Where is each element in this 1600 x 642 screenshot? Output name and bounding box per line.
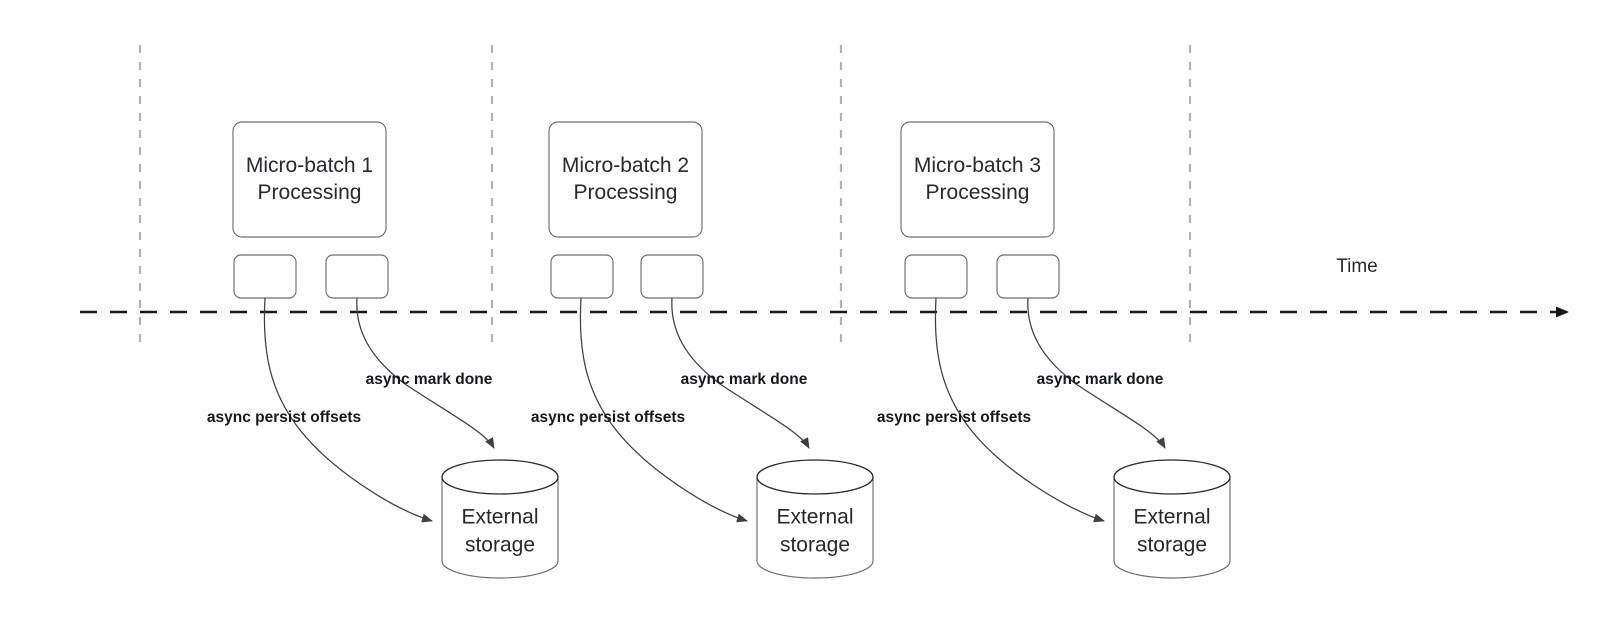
external-storage-1-label-line2: storage <box>465 534 535 557</box>
external-storage-2-cylinder-body[interactable] <box>756 476 874 579</box>
external-storage-3-label-line2: storage <box>1137 534 1207 557</box>
async-persist-offsets-1-label: async persist offsets <box>207 409 361 426</box>
timeline-axis-label: Time <box>1336 256 1378 277</box>
mark-done-task-1-box[interactable] <box>325 254 389 299</box>
async-mark-done-3-arrow <box>1027 297 1166 449</box>
persist-task-1-box[interactable] <box>233 254 297 299</box>
micro-batch-2-label-line1: Micro-batch 2 <box>562 154 689 177</box>
external-storage-3-cylinder-body[interactable] <box>1113 476 1231 579</box>
mark-done-task-2-box[interactable] <box>640 254 704 299</box>
async-mark-done-1-label: async mark done <box>366 371 493 388</box>
async-mark-done-2-arrow <box>671 297 810 449</box>
async-persist-offsets-1-arrow <box>263 297 433 523</box>
async-persist-offsets-2-arrow <box>579 297 748 523</box>
persist-task-2-box[interactable] <box>550 254 614 299</box>
timeline-axis: Time <box>80 256 1569 318</box>
batch-group-micro-batch-2: Micro-batch 2 Processing async persist off… <box>531 121 874 579</box>
async-persist-offsets-3-label: async persist offsets <box>877 409 1031 426</box>
micro-batch-1-label-line1: Micro-batch 1 <box>246 154 373 177</box>
micro-batch-3-box[interactable] <box>900 121 1055 238</box>
micro-batch-3-label-line2: Processing <box>926 181 1030 204</box>
external-storage-2-cylinder-top <box>756 459 874 495</box>
batch-group-micro-batch-3: Micro-batch 3 Processing async persist off… <box>877 121 1231 579</box>
external-storage-1-cylinder-body[interactable] <box>441 476 559 579</box>
micro-batch-1-label-line2: Processing <box>258 181 362 204</box>
async-persist-offsets-2-label: async persist offsets <box>531 409 685 426</box>
external-storage-1-label-line1: External <box>461 506 538 529</box>
external-storage-2-label-line1: External <box>776 506 853 529</box>
async-mark-done-2-label: async mark done <box>681 371 808 388</box>
batch-group-micro-batch-1: Micro-batch 1 Processing async persist off… <box>207 121 559 579</box>
micro-batch-1-box[interactable] <box>232 121 387 238</box>
batch-groups: Micro-batch 1 Processing async persist off… <box>207 121 1231 579</box>
mark-done-task-3-box[interactable] <box>996 254 1060 299</box>
external-storage-3-label-line1: External <box>1133 506 1210 529</box>
micro-batch-3-label-line1: Micro-batch 3 <box>914 154 1041 177</box>
external-storage-3-cylinder-top <box>1113 459 1231 495</box>
external-storage-2-label-line2: storage <box>780 534 850 557</box>
micro-batch-2-box[interactable] <box>548 121 703 238</box>
async-mark-done-1-arrow <box>356 297 495 449</box>
async-mark-done-3-label: async mark done <box>1037 371 1164 388</box>
async-persist-offsets-3-arrow <box>934 297 1105 523</box>
persist-task-3-box[interactable] <box>904 254 968 299</box>
micro-batch-2-label-line2: Processing <box>574 181 678 204</box>
external-storage-1-cylinder-top <box>441 459 559 495</box>
